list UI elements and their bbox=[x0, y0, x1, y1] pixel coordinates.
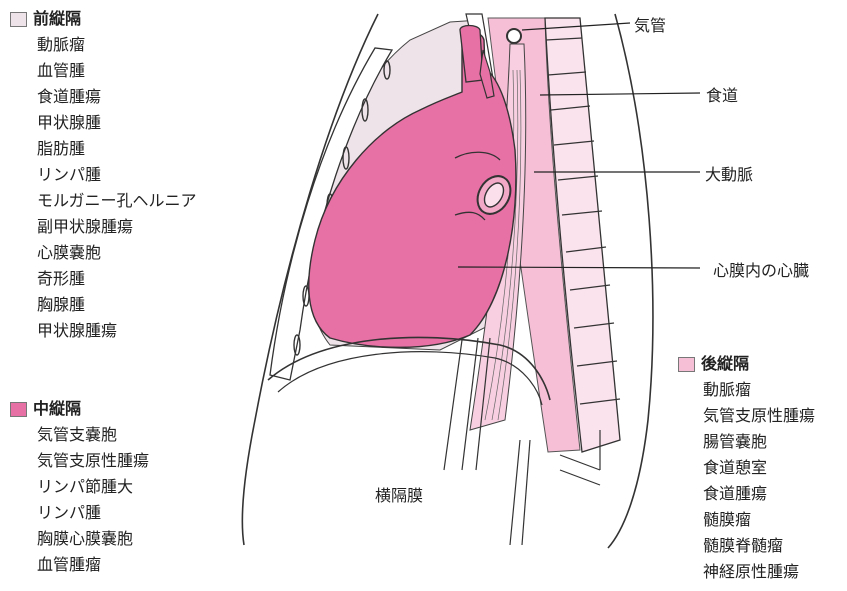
list-item: 脂肪腫 bbox=[37, 136, 197, 162]
trachea-ring bbox=[507, 29, 521, 43]
label-heart: 心膜内の心臓 bbox=[713, 257, 809, 281]
list-item: 腸管嚢胞 bbox=[703, 429, 815, 455]
list-item: 副甲状腺腫瘍 bbox=[37, 214, 197, 240]
list-item: 胸腺腫 bbox=[37, 292, 197, 318]
legend-anterior-header: 前縦隔 bbox=[10, 6, 197, 32]
legend-posterior: 後縦隔 動脈瘤 気管支原性腫瘍 腸管嚢胞 食道憩室 食道腫瘍 髄膜瘤 髄膜脊髄瘤… bbox=[678, 351, 815, 585]
label-trachea: 気管 bbox=[634, 12, 666, 36]
legend-posterior-title: 後縦隔 bbox=[701, 351, 749, 377]
legend-posterior-list: 動脈瘤 気管支原性腫瘍 腸管嚢胞 食道憩室 食道腫瘍 髄膜瘤 髄膜脊髄瘤 神経原… bbox=[678, 377, 815, 585]
legend-anterior-list: 動脈瘤 血管腫 食道腫瘍 甲状腺腫 脂肪腫 リンパ腫 モルガニー孔ヘルニア 副甲… bbox=[10, 32, 197, 344]
list-item: 髄膜脊髄瘤 bbox=[703, 533, 815, 559]
legend-anterior-title: 前縦隔 bbox=[33, 6, 81, 32]
list-item: 食道腫瘍 bbox=[703, 481, 815, 507]
swatch-posterior bbox=[678, 357, 695, 372]
list-item: 胸膜心膜嚢胞 bbox=[37, 526, 149, 552]
list-item: リンパ腫 bbox=[37, 162, 197, 188]
list-item: 気管支嚢胞 bbox=[37, 422, 149, 448]
legend-middle-title: 中縦隔 bbox=[33, 396, 81, 422]
list-item: 動脈瘤 bbox=[703, 377, 815, 403]
list-item: 血管腫 bbox=[37, 58, 197, 84]
list-item: 動脈瘤 bbox=[37, 32, 197, 58]
label-esophagus: 食道 bbox=[706, 82, 738, 106]
list-item: 甲状腺腫瘍 bbox=[37, 318, 197, 344]
list-item: モルガニー孔ヘルニア bbox=[37, 188, 197, 214]
list-item: 気管支原性腫瘍 bbox=[37, 448, 149, 474]
list-item: 血管腫瘤 bbox=[37, 552, 149, 578]
list-item: 髄膜瘤 bbox=[703, 507, 815, 533]
label-aorta: 大動脈 bbox=[705, 161, 753, 185]
label-diaphragm: 横隔膜 bbox=[375, 482, 423, 506]
list-item: 食道腫瘍 bbox=[37, 84, 197, 110]
list-item: 心膜嚢胞 bbox=[37, 240, 197, 266]
list-item: リンパ節腫大 bbox=[37, 474, 149, 500]
swatch-anterior bbox=[10, 12, 27, 27]
list-item: 甲状腺腫 bbox=[37, 110, 197, 136]
legend-anterior: 前縦隔 動脈瘤 血管腫 食道腫瘍 甲状腺腫 脂肪腫 リンパ腫 モルガニー孔ヘルニ… bbox=[10, 6, 197, 344]
legend-middle-header: 中縦隔 bbox=[10, 396, 149, 422]
list-item: 気管支原性腫瘍 bbox=[703, 403, 815, 429]
legend-posterior-header: 後縦隔 bbox=[678, 351, 815, 377]
swatch-middle bbox=[10, 402, 27, 417]
list-item: 食道憩室 bbox=[703, 455, 815, 481]
legend-middle-list: 気管支嚢胞 気管支原性腫瘍 リンパ節腫大 リンパ腫 胸膜心膜嚢胞 血管腫瘤 bbox=[10, 422, 149, 578]
legend-middle: 中縦隔 気管支嚢胞 気管支原性腫瘍 リンパ節腫大 リンパ腫 胸膜心膜嚢胞 血管腫… bbox=[10, 396, 149, 578]
list-item: 神経原性腫瘍 bbox=[703, 559, 815, 585]
list-item: 奇形腫 bbox=[37, 266, 197, 292]
list-item: リンパ腫 bbox=[37, 500, 149, 526]
